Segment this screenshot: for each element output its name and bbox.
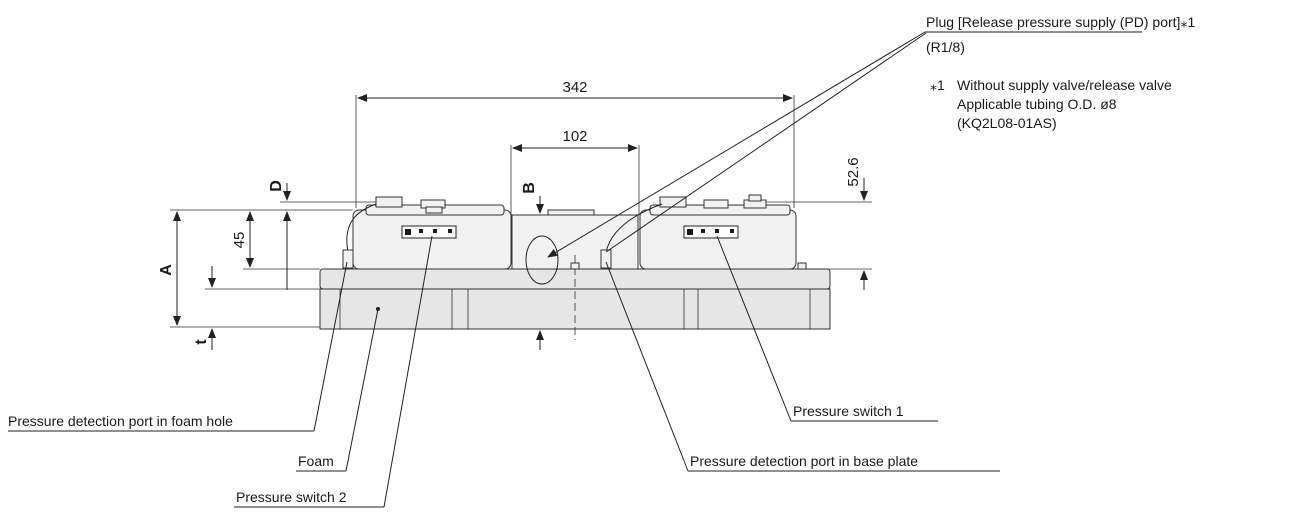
ps2-label: Pressure switch 2 (236, 489, 347, 505)
callout-foam: Foam (296, 308, 379, 472)
ps1-label: Pressure switch 1 (793, 403, 904, 419)
callout-ps1: Pressure switch 1 (716, 235, 938, 422)
plug-label: Plug [Release pressure supply (PD) port]… (926, 14, 1195, 30)
dim-342-label: 342 (562, 79, 587, 96)
pd-foam-label: Pressure detection port in foam hole (8, 413, 233, 429)
footnote-line-3: (KQ2L08-01AS) (957, 115, 1057, 131)
footnote-line-1: Without supply valve/release valve (957, 77, 1172, 93)
dim-D: D (268, 180, 376, 290)
footnote-line-2: Applicable tubing O.D. ø8 (957, 96, 1117, 112)
foam-label: Foam (298, 453, 334, 469)
footnote: ⁎1 Without supply valve/release valve Ap… (930, 77, 1172, 131)
footnote-mark: ⁎1 (930, 77, 945, 93)
dim-102: 102 (510, 128, 640, 215)
callout-pd-base: Pressure detection port in base plate (605, 261, 1000, 472)
center-block (511, 209, 639, 340)
dim-A: A (158, 209, 320, 328)
callout-plug: Plug [Release pressure supply (PD) port]… (547, 14, 1195, 258)
dim-52-6-label: 52.6 (845, 157, 862, 186)
dim-52-6: 52.6 (766, 157, 872, 290)
dim-B-label: B (521, 182, 538, 194)
dim-45: 45 (231, 209, 353, 270)
dim-D-label: D (268, 180, 285, 192)
dim-45-label: 45 (231, 232, 248, 249)
dim-B: B (521, 182, 544, 350)
callout-pd-foam: Pressure detection port in foam hole (8, 261, 348, 432)
dim-t-label: t (193, 339, 210, 345)
dim-342: 342 (355, 79, 795, 208)
dim-t: t (193, 266, 320, 350)
dim-102-label: 102 (562, 128, 587, 145)
left-switch-unit (342, 196, 512, 270)
pd-base-label: Pressure detection port in base plate (690, 453, 918, 469)
callout-ps2: Pressure switch 2 (234, 235, 433, 508)
plug-thread-label: (R1/8) (926, 39, 965, 55)
dim-A-label: A (158, 264, 175, 276)
